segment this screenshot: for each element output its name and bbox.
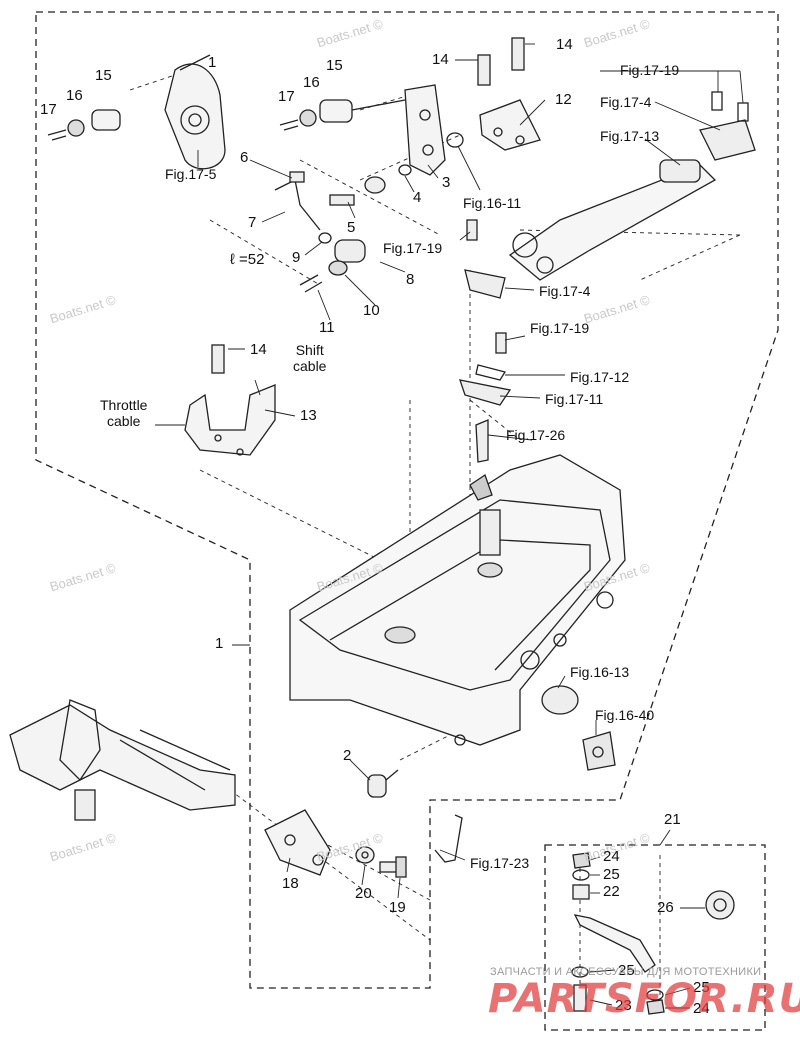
label-fig-17-4: Fig.17-4 [600, 94, 652, 110]
label-part-17: 17 [278, 88, 295, 105]
link-rod-7 [274, 171, 321, 231]
label-fig-17-19: Fig.17-19 [383, 240, 443, 256]
label-part-13: 13 [300, 407, 317, 424]
label-fig-16-40: Fig.16-40 [595, 707, 655, 723]
label-part-12: 12 [555, 91, 572, 108]
bottom-cowl-1 [289, 454, 626, 746]
washer-20 [355, 846, 375, 864]
label-part-24: 24 [693, 1000, 710, 1017]
label-part-14: 14 [250, 341, 267, 358]
label-part-7: 7 [248, 214, 257, 231]
bracket-12-part [479, 99, 541, 151]
steering-arm-assembly [9, 699, 236, 821]
label-part-21: 21 [664, 811, 681, 828]
label-part-4: 4 [413, 189, 422, 206]
label-fig-17-23: Fig.17-23 [470, 855, 530, 871]
label-fig-17-11: Fig.17-11 [545, 391, 604, 407]
cable-bracket-13 [184, 344, 276, 456]
plate-17-4-mid [464, 219, 506, 299]
label-part-3: 3 [442, 174, 451, 191]
washers-4-5 [329, 132, 464, 206]
label-part-17: 17 [40, 101, 57, 118]
bushing-8-collar-9-10 [299, 232, 366, 293]
plate-17-4-top [699, 91, 756, 161]
throttle-shaft-assembly [508, 159, 717, 281]
throttle-lever-part [164, 54, 226, 170]
label-part-25: 25 [693, 979, 710, 996]
label-fig-17-4: Fig.17-4 [539, 283, 591, 299]
lever-3-part [404, 84, 446, 176]
label-part-15: 15 [95, 67, 112, 84]
label-part-8: 8 [406, 271, 415, 288]
brand-tagline: ЗАПЧАСТИ И АКСЕССУАРЫ ДЛЯ МОТОТЕХНИКИ [490, 966, 762, 978]
plug-2 [367, 769, 399, 798]
grommet-16-13 [541, 685, 579, 715]
label-fig-17-26: Fig.17-26 [506, 427, 566, 443]
joint-15-right [279, 99, 406, 131]
label-fig-16-11: Fig.16-11 [463, 195, 522, 211]
label-throttle-cable: Throttle cable [100, 397, 148, 429]
bolt-19 [379, 856, 407, 878]
label-part-2: 2 [343, 747, 352, 764]
label-leaders [155, 43, 744, 1009]
label-part-16: 16 [66, 87, 83, 104]
label-part-20: 20 [355, 885, 372, 902]
joint-15-left [47, 109, 121, 141]
label-part-25: 25 [618, 962, 635, 979]
label-fig-17-12: Fig.17-12 [570, 369, 630, 385]
label-part-14: 14 [556, 36, 573, 53]
label-part-15: 15 [326, 57, 343, 74]
label-part-11: 11 [319, 319, 335, 336]
label-part-23: 23 [615, 997, 632, 1014]
brand-logo: PARTSFOR.RU [488, 976, 800, 1022]
label-length: ℓ =52 [230, 251, 265, 268]
label-part-19: 19 [389, 899, 406, 916]
label-fig-17-19: Fig.17-19 [530, 320, 590, 336]
label-shift-cable: Shift cable [293, 342, 327, 374]
label-part-16: 16 [303, 74, 320, 91]
label-part-1: 1 [208, 54, 217, 71]
label-part-9: 9 [292, 249, 301, 266]
bracket-18 [264, 809, 331, 876]
label-part-24: 24 [603, 848, 620, 865]
label-part-10: 10 [363, 302, 380, 319]
label-fig-17-5: Fig.17-5 [165, 166, 217, 182]
label-fig-16-13: Fig.16-13 [570, 664, 630, 680]
bolt-14-top [477, 37, 525, 86]
label-part-25: 25 [603, 866, 620, 883]
parts-17-11-17-12 [459, 332, 512, 463]
label-fig-17-13: Fig.17-13 [600, 128, 660, 144]
label-part-1: 1 [215, 635, 224, 652]
label-part-18: 18 [282, 875, 299, 892]
label-fig-17-19: Fig.17-19 [620, 62, 680, 78]
wrench-17-23 [434, 814, 463, 863]
label-part-5: 5 [347, 219, 356, 236]
label-part-6: 6 [240, 149, 249, 166]
frame-dashed-outline [35, 11, 779, 989]
label-part-26: 26 [657, 899, 674, 916]
mount-16-40 [582, 731, 616, 771]
label-part-14: 14 [432, 51, 449, 68]
kit-21-dashed-box [544, 844, 766, 1031]
kit-21-parts [571, 852, 735, 1015]
label-part-22: 22 [603, 883, 620, 900]
